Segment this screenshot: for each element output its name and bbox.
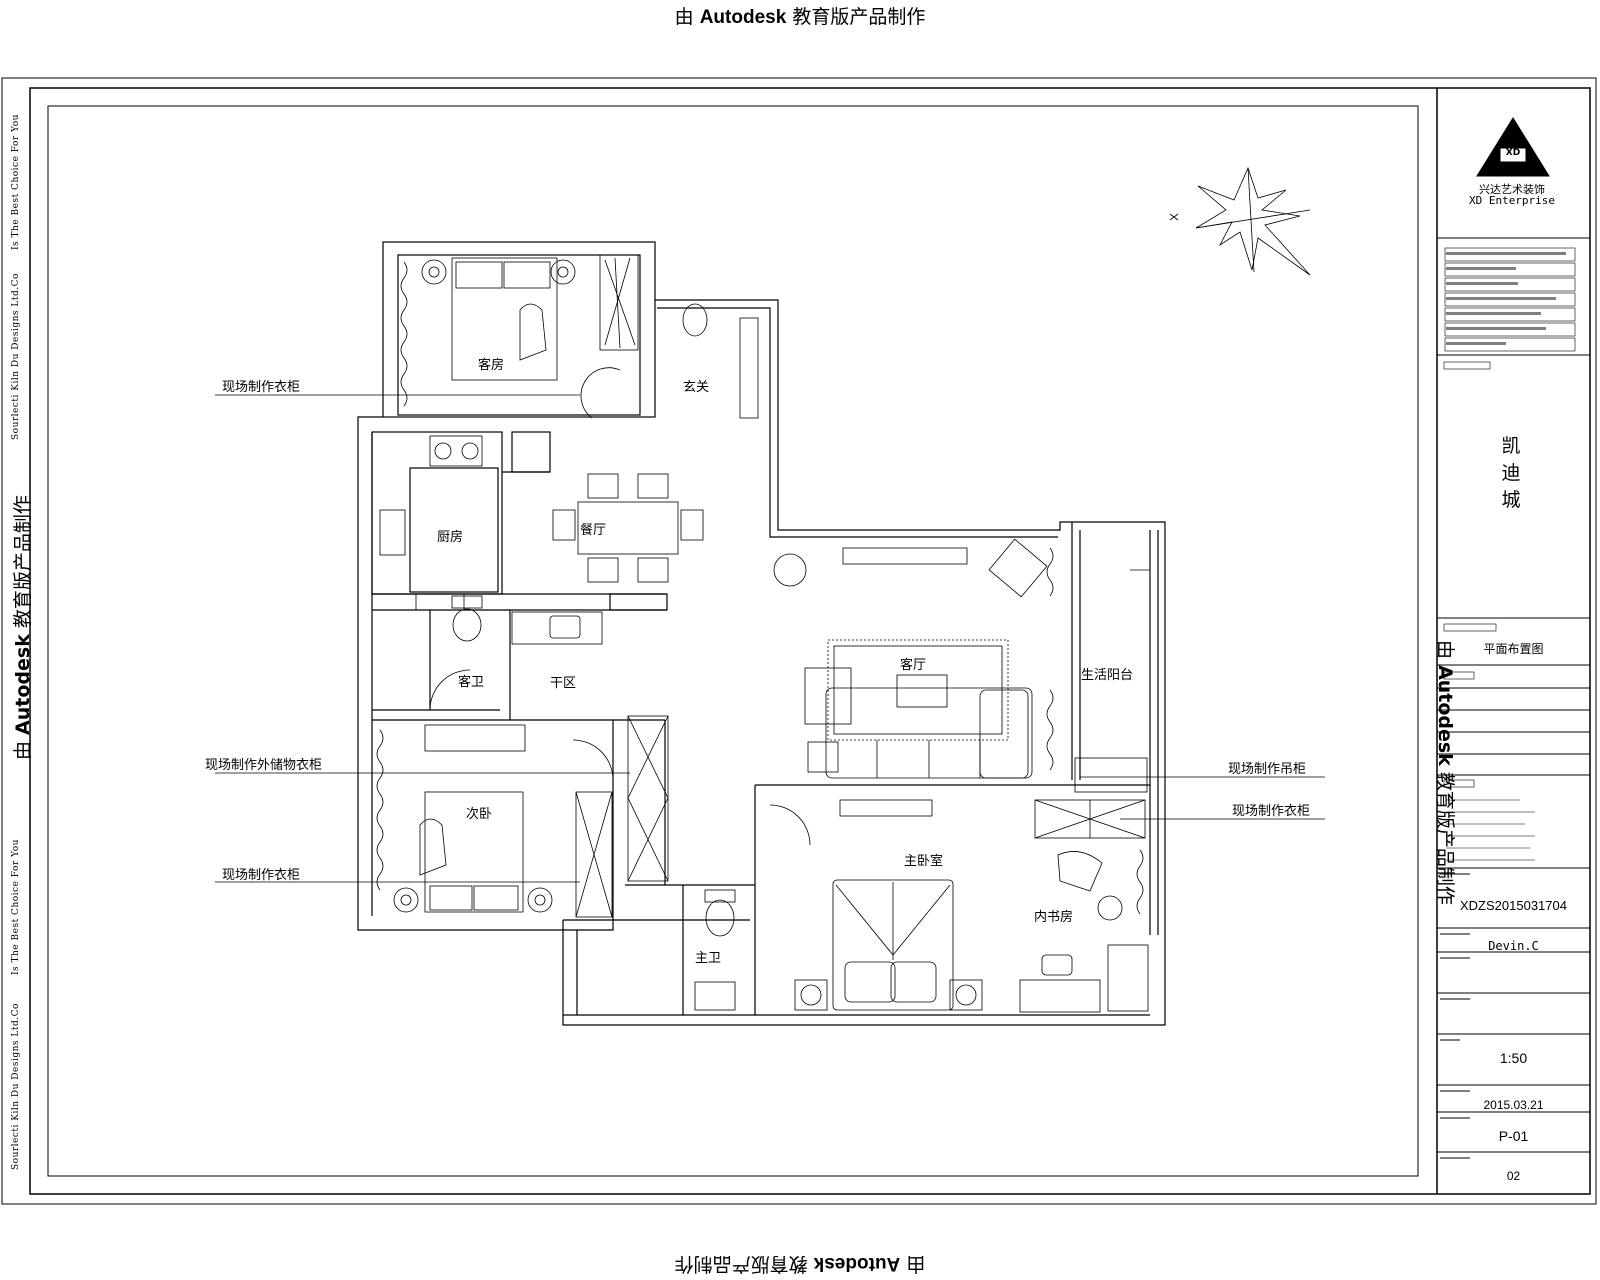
room-label-dining: 餐厅 [580, 523, 607, 538]
company-name-cn: 兴达艺术装饰 [1479, 183, 1545, 196]
revision-number: 02 [1506, 1169, 1521, 1183]
drawing-scale: 1:50 [1499, 1050, 1528, 1066]
callout-left-1: 现场制作衣柜 [222, 380, 301, 395]
room-label-living: 客厅 [900, 658, 927, 673]
room-label-kitchen: 厨房 [437, 530, 464, 545]
guest-room-furniture [400, 254, 759, 419]
callout-right-1: 现场制作吊柜 [1228, 762, 1307, 777]
room-label-guest-bedroom: 客房 [478, 358, 505, 373]
room-label-study: 内书房 [1034, 910, 1074, 925]
callout-right-2: 现场制作衣柜 [1232, 804, 1311, 819]
drawing-title: 平面布置图 [1483, 642, 1544, 656]
company-logo [1476, 117, 1550, 177]
second-bedroom-furniture [376, 715, 669, 918]
room-label-dry-area: 干区 [550, 676, 577, 691]
room-label-guest-bath: 客卫 [458, 675, 485, 690]
sheet-number: P-01 [1498, 1128, 1529, 1144]
room-label-entrance: 玄关 [683, 380, 710, 395]
living-room-furniture [773, 538, 1150, 839]
project-number: XDZS2015031704 [1460, 898, 1567, 913]
master-furniture [694, 799, 1149, 1013]
kitchen-dining-furniture [379, 435, 704, 711]
company-name-en: XD Enterprise [1468, 194, 1556, 207]
drawing-date: 2015.03.21 [1483, 1098, 1544, 1112]
north-compass-icon [1169, 166, 1311, 276]
title-block-small-labels [1440, 252, 1566, 1159]
callout-left-2: 现场制作外储物衣柜 [205, 758, 323, 773]
room-label-master-bath: 主卫 [695, 951, 722, 966]
contact-info-lines [1443, 247, 1576, 861]
room-label-second-bedroom: 次卧 [466, 807, 493, 822]
room-label-balcony: 生活阳台 [1081, 668, 1134, 683]
room-label-master-bedroom: 主卧室 [904, 854, 944, 869]
callout-left-3: 现场制作衣柜 [222, 868, 301, 883]
project-name: 凯 迪 城 [1501, 435, 1521, 511]
title-block-lines [1437, 237, 1590, 1153]
designer-name: Devin.C [1488, 939, 1539, 953]
watermark-top: 由 Autodesk 教育版产品制作 [674, 6, 926, 28]
callout-leaders [215, 394, 1325, 883]
logo-letters: XD [1505, 148, 1521, 158]
